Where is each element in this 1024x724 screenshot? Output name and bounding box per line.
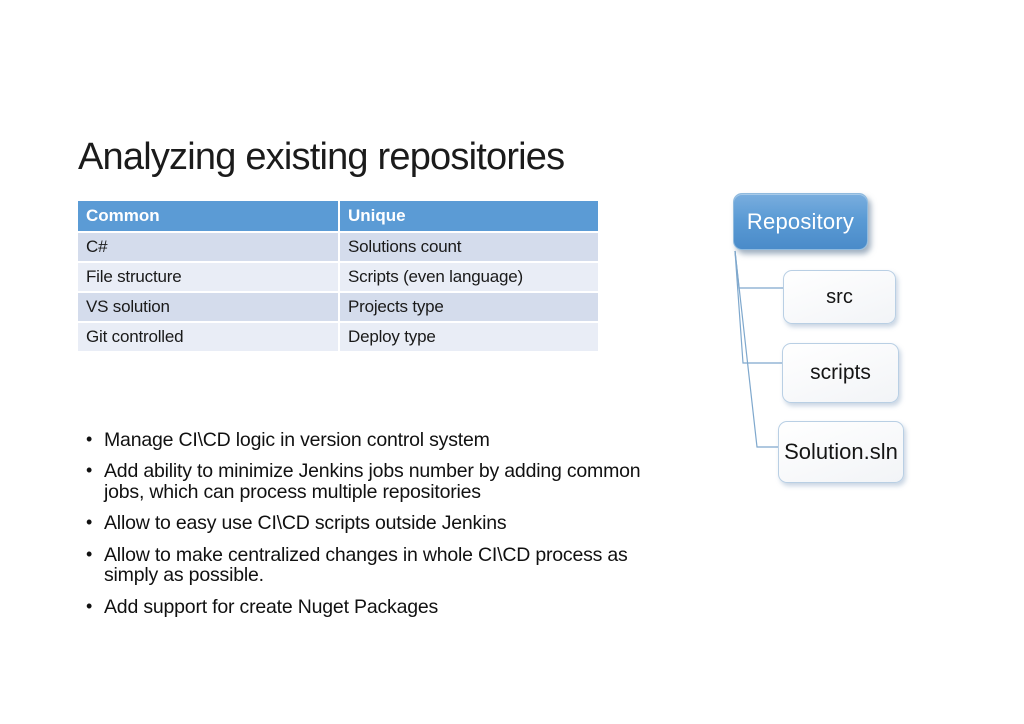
page-title: Analyzing existing repositories <box>78 136 565 178</box>
table-cell-unique-4: Deploy type <box>340 323 598 351</box>
diagram-node-scripts: scripts <box>782 343 899 403</box>
bullet-item: • Allow to make centralized changes in w… <box>86 543 664 587</box>
diagram-node-src: src <box>783 270 896 324</box>
bullet-text: Add support for create Nuget Packages <box>104 595 439 618</box>
bullet-item: • Allow to easy use CI\CD scripts outsid… <box>86 512 664 535</box>
bullet-icon: • <box>86 595 93 616</box>
table-header-common: Common <box>78 201 338 231</box>
bullet-icon: • <box>86 512 93 533</box>
bullet-item: • Manage CI\CD logic in version control … <box>86 429 664 451</box>
bullet-icon: • <box>86 460 93 481</box>
bullet-icon: • <box>86 543 93 564</box>
table-cell-unique-3: Projects type <box>340 293 598 321</box>
comparison-table: Common Unique C# Solutions count File st… <box>78 201 598 351</box>
table-cell-common-1: C# <box>78 233 338 261</box>
bullet-text: Manage CI\CD logic in version control sy… <box>104 429 490 451</box>
table-cell-common-3: VS solution <box>78 293 338 321</box>
table-cell-unique-1: Solutions count <box>340 233 598 261</box>
bullet-item: • Add support for create Nuget Packages <box>86 595 664 618</box>
diagram-node-solution-sln: Solution.sln <box>778 421 904 483</box>
diagram-node-repository: Repository <box>733 193 868 250</box>
table-cell-unique-2: Scripts (even language) <box>340 263 598 291</box>
bullet-text: Allow to make centralized changes in who… <box>104 543 628 587</box>
table-cell-common-2: File structure <box>78 263 338 291</box>
table-cell-common-4: Git controlled <box>78 323 338 351</box>
table-header-unique: Unique <box>340 201 598 231</box>
bullet-text: Add ability to minimize Jenkins jobs num… <box>104 460 641 503</box>
bullet-list: • Manage CI\CD logic in version control … <box>86 429 664 628</box>
bullet-icon: • <box>86 429 93 449</box>
bullet-item: • Add ability to minimize Jenkins jobs n… <box>86 461 664 502</box>
bullet-text: Allow to easy use CI\CD scripts outside … <box>104 512 507 535</box>
